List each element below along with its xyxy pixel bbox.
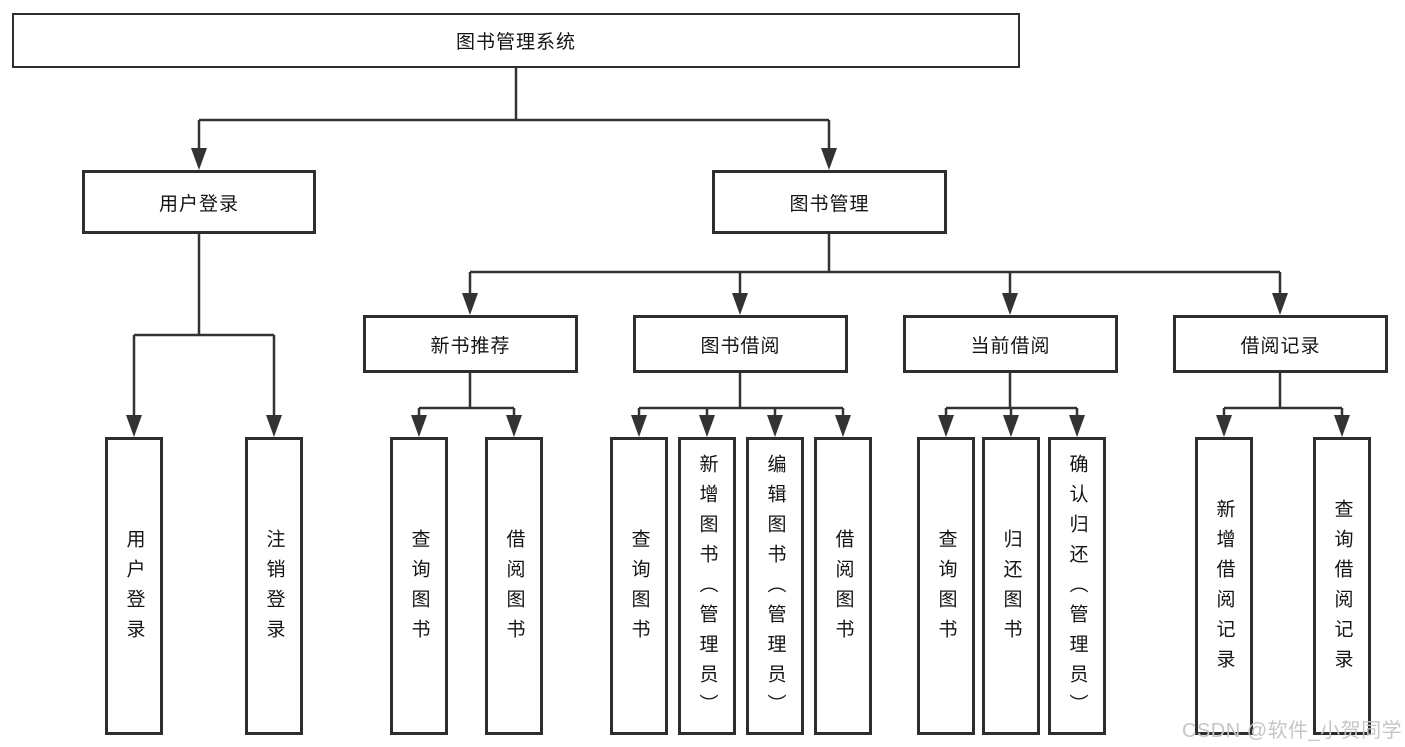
node-borrow-records: 借阅记录 xyxy=(1173,315,1388,373)
node-current-borrow: 当前借阅 xyxy=(903,315,1118,373)
node-user-login: 用户登录 xyxy=(82,170,316,234)
csdn-watermark: CSDN @软件_小贺同学 xyxy=(1182,720,1403,742)
node-new-book-recommend: 新书推荐 xyxy=(363,315,578,373)
leaf-logout: 注销登录 xyxy=(245,437,303,735)
node-library-management-system: 图书管理系统 xyxy=(12,13,1020,68)
leaf-return-books: 归还图书 xyxy=(982,437,1040,735)
leaf-add-books-admin: 新增图书（管理员） xyxy=(678,437,736,735)
leaf-query-books-current: 查询图书 xyxy=(917,437,975,735)
leaf-add-borrow-record: 新增借阅记录 xyxy=(1195,437,1253,735)
leaf-query-books-borrow: 查询图书 xyxy=(610,437,668,735)
leaf-query-borrow-record: 查询借阅记录 xyxy=(1313,437,1371,735)
arrow-down-icons xyxy=(126,148,1350,437)
leaf-user-login: 用户登录 xyxy=(105,437,163,735)
leaf-borrow-books: 借阅图书 xyxy=(814,437,872,735)
leaf-confirm-return-admin: 确认归还（管理员） xyxy=(1048,437,1106,735)
node-book-borrow: 图书借阅 xyxy=(633,315,848,373)
leaf-query-books-recommend: 查询图书 xyxy=(390,437,448,735)
node-book-management: 图书管理 xyxy=(712,170,947,234)
leaf-borrow-books-recommend: 借阅图书 xyxy=(485,437,543,735)
leaf-edit-books-admin: 编辑图书（管理员） xyxy=(746,437,804,735)
